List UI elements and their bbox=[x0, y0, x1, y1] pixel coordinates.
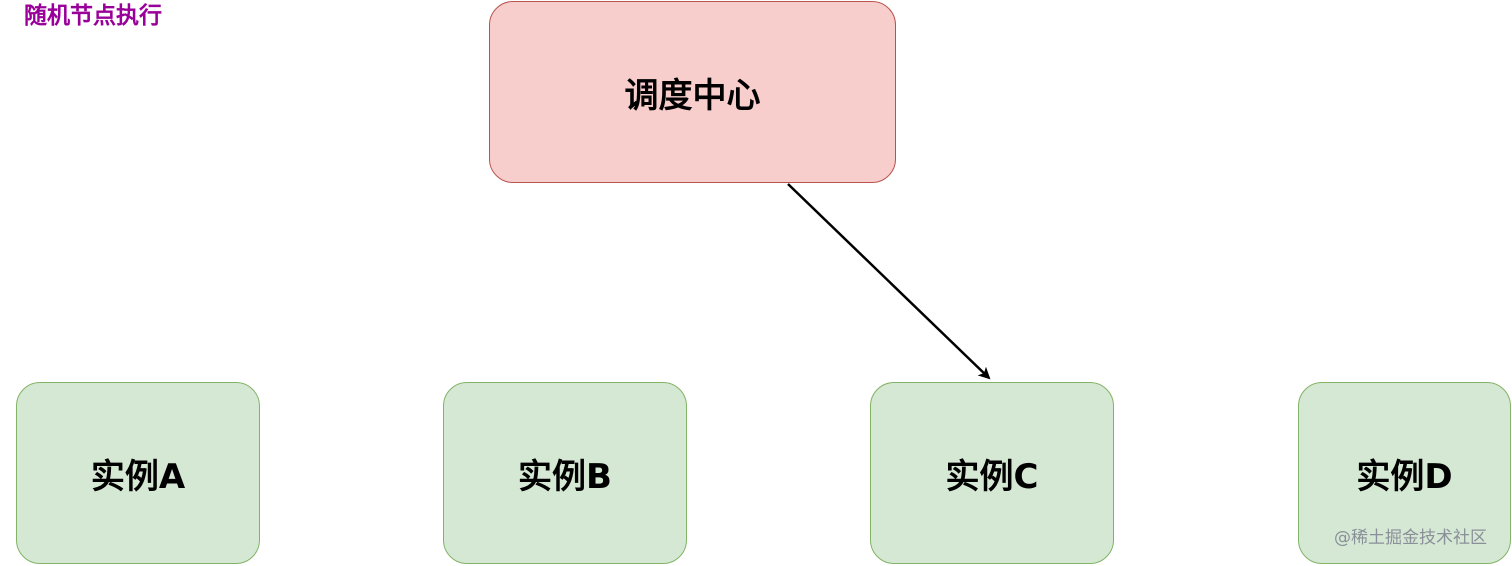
instance-b-label: 实例B bbox=[518, 456, 612, 497]
instance-d-label: 实例D bbox=[1356, 456, 1453, 497]
diagram-title: 随机节点执行 bbox=[24, 3, 162, 29]
instance-a-node[interactable]: 实例A bbox=[16, 382, 260, 564]
edge-scheduler-to-instance-c bbox=[787, 183, 991, 380]
instance-c-node[interactable]: 实例C bbox=[870, 382, 1114, 564]
instance-a-label: 实例A bbox=[90, 456, 186, 497]
scheduler-node[interactable]: 调度中心 bbox=[489, 1, 896, 183]
instance-c-label: 实例C bbox=[945, 456, 1039, 497]
instance-b-node[interactable]: 实例B bbox=[443, 382, 687, 564]
instance-d-node[interactable]: 实例D bbox=[1298, 382, 1511, 564]
scheduler-label: 调度中心 bbox=[624, 75, 761, 116]
watermark-text: @稀土掘金技术社区 bbox=[1334, 528, 1487, 548]
